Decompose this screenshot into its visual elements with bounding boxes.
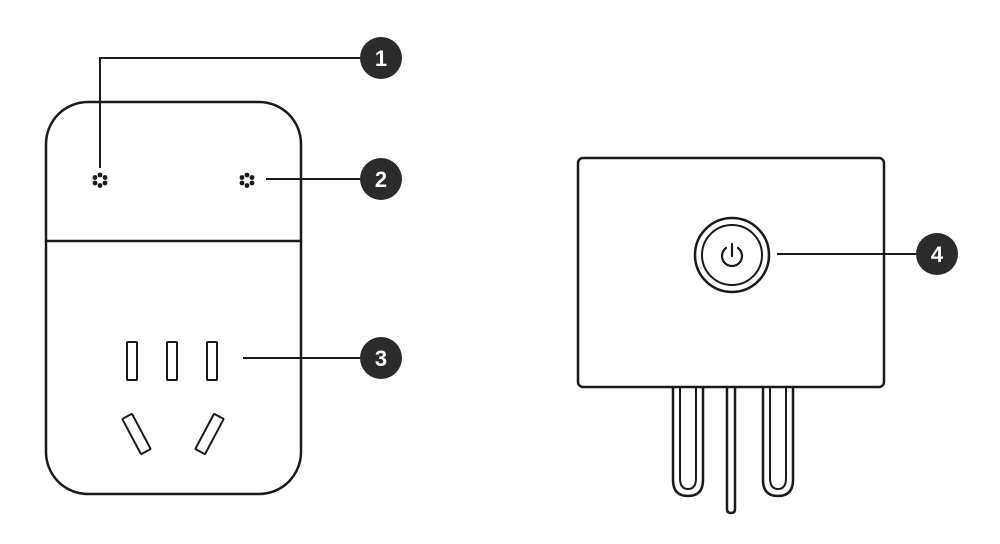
power-button-outer-ring	[693, 216, 771, 294]
outlet-slot	[126, 341, 138, 381]
smart-plug-side-view	[576, 156, 886, 515]
socket-icon	[121, 341, 225, 455]
prong-right-inner	[769, 386, 787, 490]
power-icon	[720, 242, 744, 268]
plug-front-body	[44, 100, 303, 496]
outlet-angled-slot	[121, 413, 152, 455]
outlet-slot	[166, 341, 178, 381]
prong-left-inner	[679, 386, 697, 490]
power-button-inner-ring	[701, 224, 763, 286]
callout-badge-4: 4	[916, 233, 958, 275]
prong-right	[761, 385, 795, 498]
prong-left	[671, 385, 705, 498]
prong-middle	[725, 385, 737, 515]
callout-lines	[99, 57, 916, 359]
callout-number: 4	[931, 242, 944, 267]
callout-badge-1: 1	[360, 37, 402, 79]
outlet-slot	[206, 341, 218, 381]
outlet-angled-slot	[194, 413, 225, 455]
callout-badge-3: 3	[360, 337, 402, 379]
callout-number: 3	[375, 346, 387, 371]
callout-number: 1	[375, 46, 387, 71]
smart-plug-front-view	[44, 100, 303, 496]
plug-side-body	[576, 156, 886, 389]
callout-number: 2	[375, 167, 387, 192]
sparkle-icon	[239, 172, 255, 188]
callout-line-1	[99, 57, 360, 168]
sparkle-icon	[92, 172, 108, 188]
power-button	[693, 216, 771, 294]
callout-badge-2: 2	[360, 158, 402, 200]
plug-prongs-icon	[671, 385, 795, 515]
